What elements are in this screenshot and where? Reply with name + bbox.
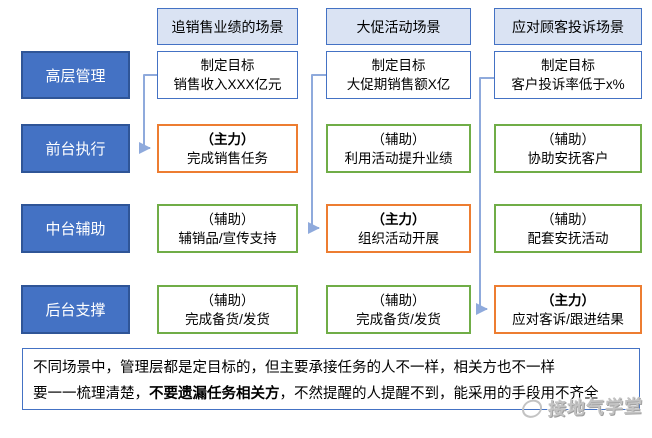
cell-line2: 应对客诉/跟进结果 [512,311,624,327]
connector-goal-to-main-col1 [139,74,157,154]
header-scenario-promo: 大促活动场景 [326,8,471,45]
cell-back-complaint-main: （主力） 应对客诉/跟进结果 [494,285,642,334]
cell-back-sales-assist: （辅助） 完成备货/发货 [157,285,298,334]
role-label: 高层管理 [45,67,106,85]
role-label: 前台执行 [45,141,106,158]
cell-back-promo-assist: （辅助） 完成备货/发货 [326,285,471,334]
role-label: 后台支撑 [45,302,106,319]
cell-middle-promo-main: （主力） 组织活动开展 [326,204,471,253]
watermark: 接地气学堂 [521,392,644,422]
cell-line2: 完成备货/发货 [185,311,270,327]
header-label: 大促活动场景 [356,18,441,35]
cell-frontline-sales-main: （主力） 完成销售任务 [157,124,298,173]
cell-frontline-complaint-assist: （辅助） 协助安抚客户 [494,124,642,173]
cell-line2: 客户投诉率低于x% [511,77,625,92]
header-scenario-complaint: 应对顾客投诉场景 [494,8,642,45]
cell-goal-promo: 制定目标 大促期销售额X亿 [326,51,471,99]
cell-line2: 利用活动提升业绩 [344,150,453,166]
cell-line2: 协助安抚客户 [527,150,609,166]
role-top-management: 高层管理 [21,51,130,99]
connector-goal-to-main-col3 [476,77,494,315]
cell-line1: （主力） [371,211,426,227]
note-text-bold: 不要遗漏任务相关方 [149,386,280,402]
cell-line1: 制定目标 [200,58,255,73]
cell-line2: 销售收入XXX亿元 [173,77,282,92]
cell-line2: 完成备货/发货 [356,311,441,327]
header-scenario-sales: 追销售业绩的场景 [157,8,298,45]
watermark-label: 接地气学堂 [547,395,644,420]
cell-line2: 配套安抚活动 [527,230,609,246]
role-middle-office: 中台辅助 [21,204,130,253]
cell-line1: 制定目标 [541,58,595,73]
cell-line2: 组织活动开展 [358,230,439,246]
cell-line1: 制定目标 [371,58,426,73]
note-line-2: 要一一梳理清楚，不要遗漏任务相关方，不然提醒的人提醒不到，能采用的手段用不齐全 [33,381,629,407]
header-label: 追销售业绩的场景 [171,18,284,35]
cell-line1: （辅助） [200,292,255,308]
cell-frontline-promo-assist: （辅助） 利用活动提升业绩 [326,124,471,173]
cell-line1: （主力） [541,292,595,308]
connector-goal-to-main-col2 [308,74,326,234]
cell-goal-complaint: 制定目标 客户投诉率低于x% [494,51,642,99]
role-frontline: 前台执行 [21,124,130,173]
note-text: 要一一梳理清楚， [33,386,149,402]
cell-line1: （辅助） [541,211,595,227]
role-back-office: 后台支撑 [21,285,130,334]
cell-line1: （辅助） [541,131,595,147]
cell-line1: （辅助） [371,131,426,147]
note-text: ，不然提醒的人提醒不到，能采用的手段用不齐全 [279,386,599,402]
note-box: 不同场景中，管理层都是定目标的，但主要承接任务的人不一样，相关方也不一样 要一一… [22,348,640,410]
cell-middle-complaint-assist: （辅助） 配套安抚活动 [494,204,642,253]
role-label: 中台辅助 [45,221,106,238]
note-text: 不同场景中，管理层都是定目标的，但主要承接任务的人不一样，相关方也不一样 [33,360,555,376]
cell-goal-sales: 制定目标 销售收入XXX亿元 [157,51,298,99]
watermark-logo-icon [521,397,543,420]
note-line-1: 不同场景中，管理层都是定目标的，但主要承接任务的人不一样，相关方也不一样 [33,355,629,381]
cell-middle-sales-assist: （辅助） 辅销品/宣传支持 [157,204,298,253]
header-label: 应对顾客投诉场景 [512,18,624,35]
cell-line1: （辅助） [200,211,255,227]
cell-line1: （主力） [200,131,255,147]
cell-line2: 大促期销售额X亿 [346,77,451,92]
cell-line2: 辅销品/宣传支持 [178,230,277,246]
cell-line2: 完成销售任务 [187,150,268,166]
cell-line1: （辅助） [371,292,426,308]
